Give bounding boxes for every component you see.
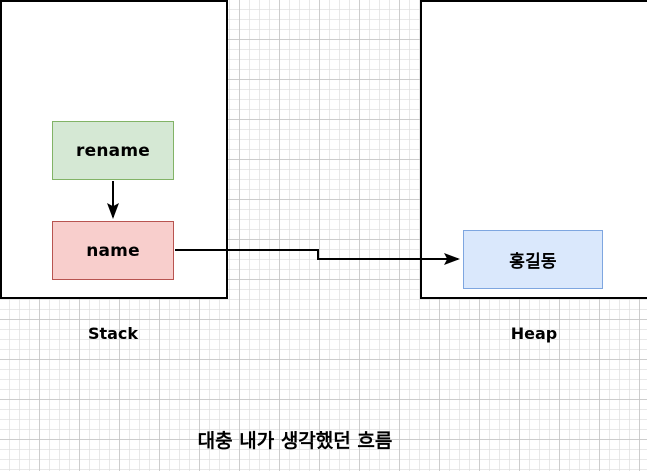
- node-name[interactable]: name: [52, 221, 174, 280]
- stack-label: Stack: [87, 324, 139, 343]
- node-heap-value[interactable]: 홍길동: [463, 230, 603, 289]
- node-rename[interactable]: rename: [52, 121, 174, 180]
- diagram-caption: 대충 내가 생각했던 흐름: [197, 430, 393, 452]
- heap-label: Heap: [510, 324, 558, 343]
